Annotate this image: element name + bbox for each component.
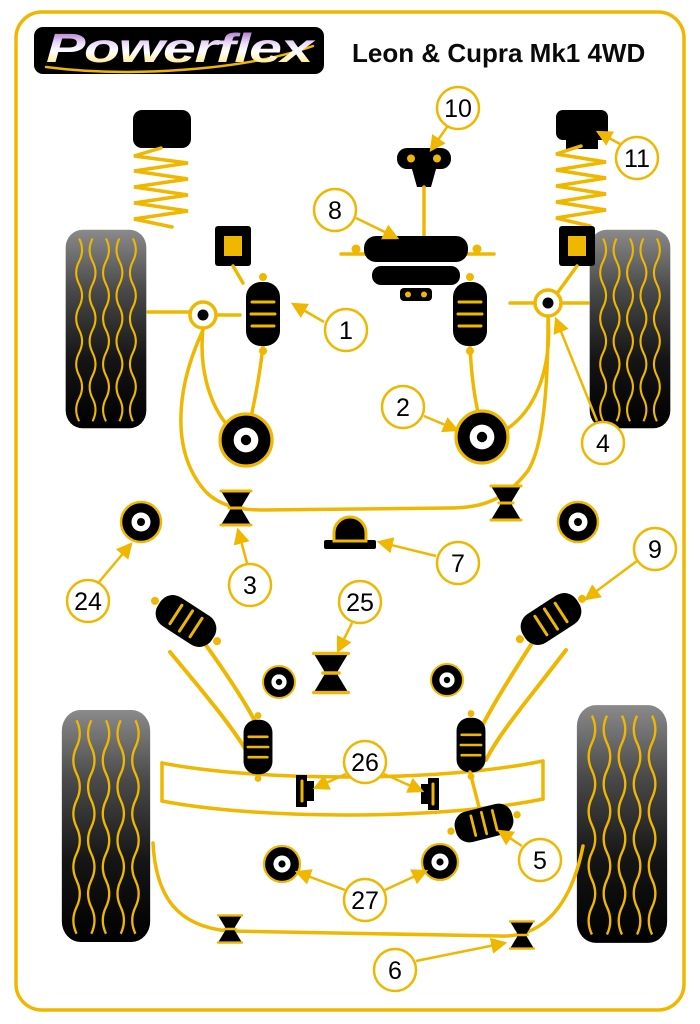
callout-number-9: 9 — [648, 536, 662, 564]
callout-arrow — [553, 316, 599, 422]
front-suspension — [119, 271, 600, 549]
callout-circle-10 — [435, 85, 481, 131]
callout-number-6: 6 — [388, 957, 402, 985]
callout-circle-26 — [342, 739, 388, 785]
callout-circle-5 — [517, 837, 563, 883]
rear-trailing-arm-bush-left — [140, 582, 232, 660]
front-wishbone-front-bush-right — [451, 271, 489, 357]
rear-anti-roll-bar — [151, 841, 585, 938]
callout-circle-8 — [312, 187, 358, 233]
callout-number-7: 7 — [451, 550, 465, 578]
callout-arrow — [355, 216, 400, 240]
front-right-tire — [588, 228, 672, 430]
rear-trailing-arm-bush-right — [505, 580, 597, 658]
callout-number-2: 2 — [396, 394, 410, 422]
header: Powerflex Leon & Cupra Mk1 4WD — [34, 25, 645, 74]
front-wishbone-front-bush-left — [244, 271, 282, 357]
callout-number-11: 11 — [624, 145, 650, 173]
powerflex-logo-text: Powerflex — [46, 25, 317, 71]
steering-rack-clamp — [332, 515, 368, 543]
callout-number-25: 25 — [346, 589, 374, 617]
front-struts — [133, 110, 608, 301]
rear-shock-bush-left — [262, 844, 302, 884]
rear-bracket-right — [419, 776, 441, 812]
callout-circle-24 — [65, 578, 111, 624]
dog-bone-mount — [397, 148, 451, 187]
callout-arrow — [233, 527, 250, 564]
callout-circle-6 — [372, 947, 418, 993]
rear-shock-bush-right — [420, 842, 460, 882]
callout-arrow — [384, 869, 429, 892]
callout-circle-2 — [380, 384, 426, 430]
left-ball-joint — [188, 300, 218, 330]
front-wishbone-rear-bush-left — [218, 412, 274, 468]
page-title: Leon & Cupra Mk1 4WD — [352, 38, 645, 68]
callout-circle-27 — [342, 877, 388, 923]
callout-arrow — [383, 772, 425, 793]
callout-arrow — [584, 559, 638, 601]
callout-number-3: 3 — [243, 572, 257, 600]
arb-bush-right — [489, 484, 523, 522]
callout-arrow — [290, 302, 325, 324]
callout-circle-1 — [323, 307, 369, 353]
rear-right-tire — [575, 703, 669, 945]
callout-number-27: 27 — [351, 887, 379, 915]
callout-circle-25 — [337, 579, 383, 625]
callout-arrow — [294, 869, 346, 892]
right-top-mount-base — [566, 140, 598, 149]
lower-engine-mount — [351, 236, 482, 301]
callout-circle-9 — [632, 526, 678, 572]
callout-circle-4 — [580, 420, 626, 466]
callout-number-4: 4 — [596, 430, 610, 458]
callout-number-24: 24 — [74, 588, 102, 616]
subframe-bush-left — [119, 500, 163, 544]
callout-arrow — [376, 537, 437, 558]
rear-bracket-left — [294, 773, 316, 809]
callout-arrow — [98, 542, 133, 583]
callout-circle-7 — [435, 540, 481, 586]
callout-number-10: 10 — [444, 95, 472, 123]
left-bump-stop — [133, 110, 191, 148]
callout-number-8: 8 — [328, 197, 342, 225]
rear-beam-mount-bush — [312, 651, 350, 695]
logo-swoosh — [44, 44, 315, 74]
callout-arrow — [595, 130, 621, 146]
callout-arrow — [429, 126, 449, 153]
page-border — [14, 10, 686, 1012]
callout-circle-3 — [227, 562, 273, 608]
callout-arrow — [496, 829, 523, 848]
callout-circle-11 — [614, 135, 660, 181]
rear-beam-bush-left — [242, 710, 274, 784]
right-wishbone — [492, 314, 551, 438]
callout-number-26: 26 — [351, 749, 379, 777]
engine-mounts — [339, 148, 496, 301]
front-left-tire — [64, 228, 148, 430]
callout-arrow — [415, 937, 508, 963]
left-spring — [133, 146, 189, 229]
right-top-mount — [556, 110, 608, 140]
callout-arrow — [423, 414, 460, 433]
callout-number-1: 1 — [339, 317, 353, 345]
front-anti-roll-bar — [179, 318, 550, 512]
right-drop-link-bush — [533, 288, 563, 318]
front-wishbone-rear-bush-right — [454, 409, 510, 465]
rear-left-tire — [60, 708, 152, 944]
callout-arrow — [336, 622, 354, 654]
callout-arrow — [312, 772, 347, 790]
callout-number-5: 5 — [533, 847, 547, 875]
subframe-bush-right — [556, 500, 600, 544]
right-spring — [555, 144, 607, 228]
